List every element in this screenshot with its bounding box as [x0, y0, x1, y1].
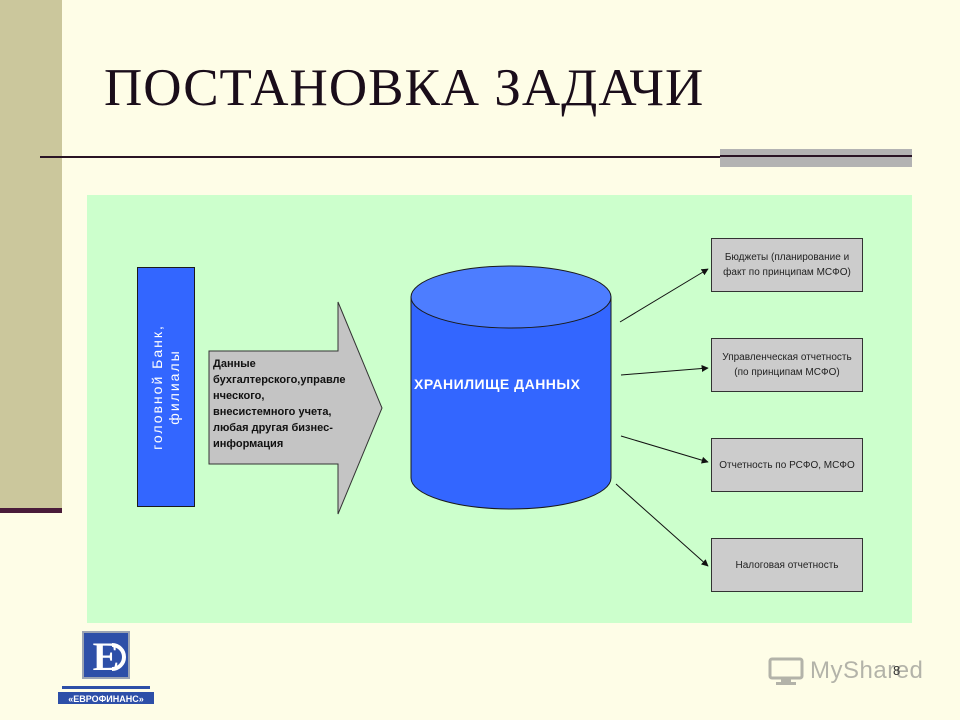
input-arrow-label: Данные бухгалтерского,управле нческого, …	[213, 358, 346, 450]
source-bar: головной Банк, филиалы	[137, 267, 195, 507]
left-band-underline	[0, 508, 62, 513]
title-rule	[40, 156, 912, 158]
left-decor-band	[0, 0, 62, 512]
output-connector-1	[619, 268, 709, 323]
title-rule-accent	[720, 149, 912, 167]
monitor-icon	[768, 657, 804, 685]
output-box-tax-reporting: Налоговая отчетность	[711, 538, 863, 592]
storage-label: ХРАНИЛИЩЕ ДАННЫХ	[414, 376, 581, 392]
storage-cylinder	[410, 265, 612, 510]
eurofinance-logo: E «ЕВРОФИНАНС»	[58, 631, 154, 704]
svg-text:«ЕВРОФИНАНС»: «ЕВРОФИНАНС»	[68, 694, 144, 704]
output-connector-4	[615, 483, 709, 567]
output-connector-3	[620, 435, 709, 464]
output-box-budgets: Бюджеты (планирование и факт по принципа…	[711, 238, 863, 292]
watermark: MyShared	[768, 656, 923, 686]
page-number: 8	[893, 663, 901, 678]
slide-title: ПОСТАНОВКА ЗАДАЧИ	[104, 59, 705, 117]
input-arrow	[208, 301, 383, 515]
output-box-management-reporting: Управленческая отчетность (по принципам …	[711, 338, 863, 392]
watermark-text: MyShared	[810, 657, 924, 684]
svg-text:E: E	[93, 634, 120, 679]
output-connector-2	[620, 365, 709, 376]
output-box-rsfo-msfo-reporting: Отчетность по РСФО, МСФО	[711, 438, 863, 492]
